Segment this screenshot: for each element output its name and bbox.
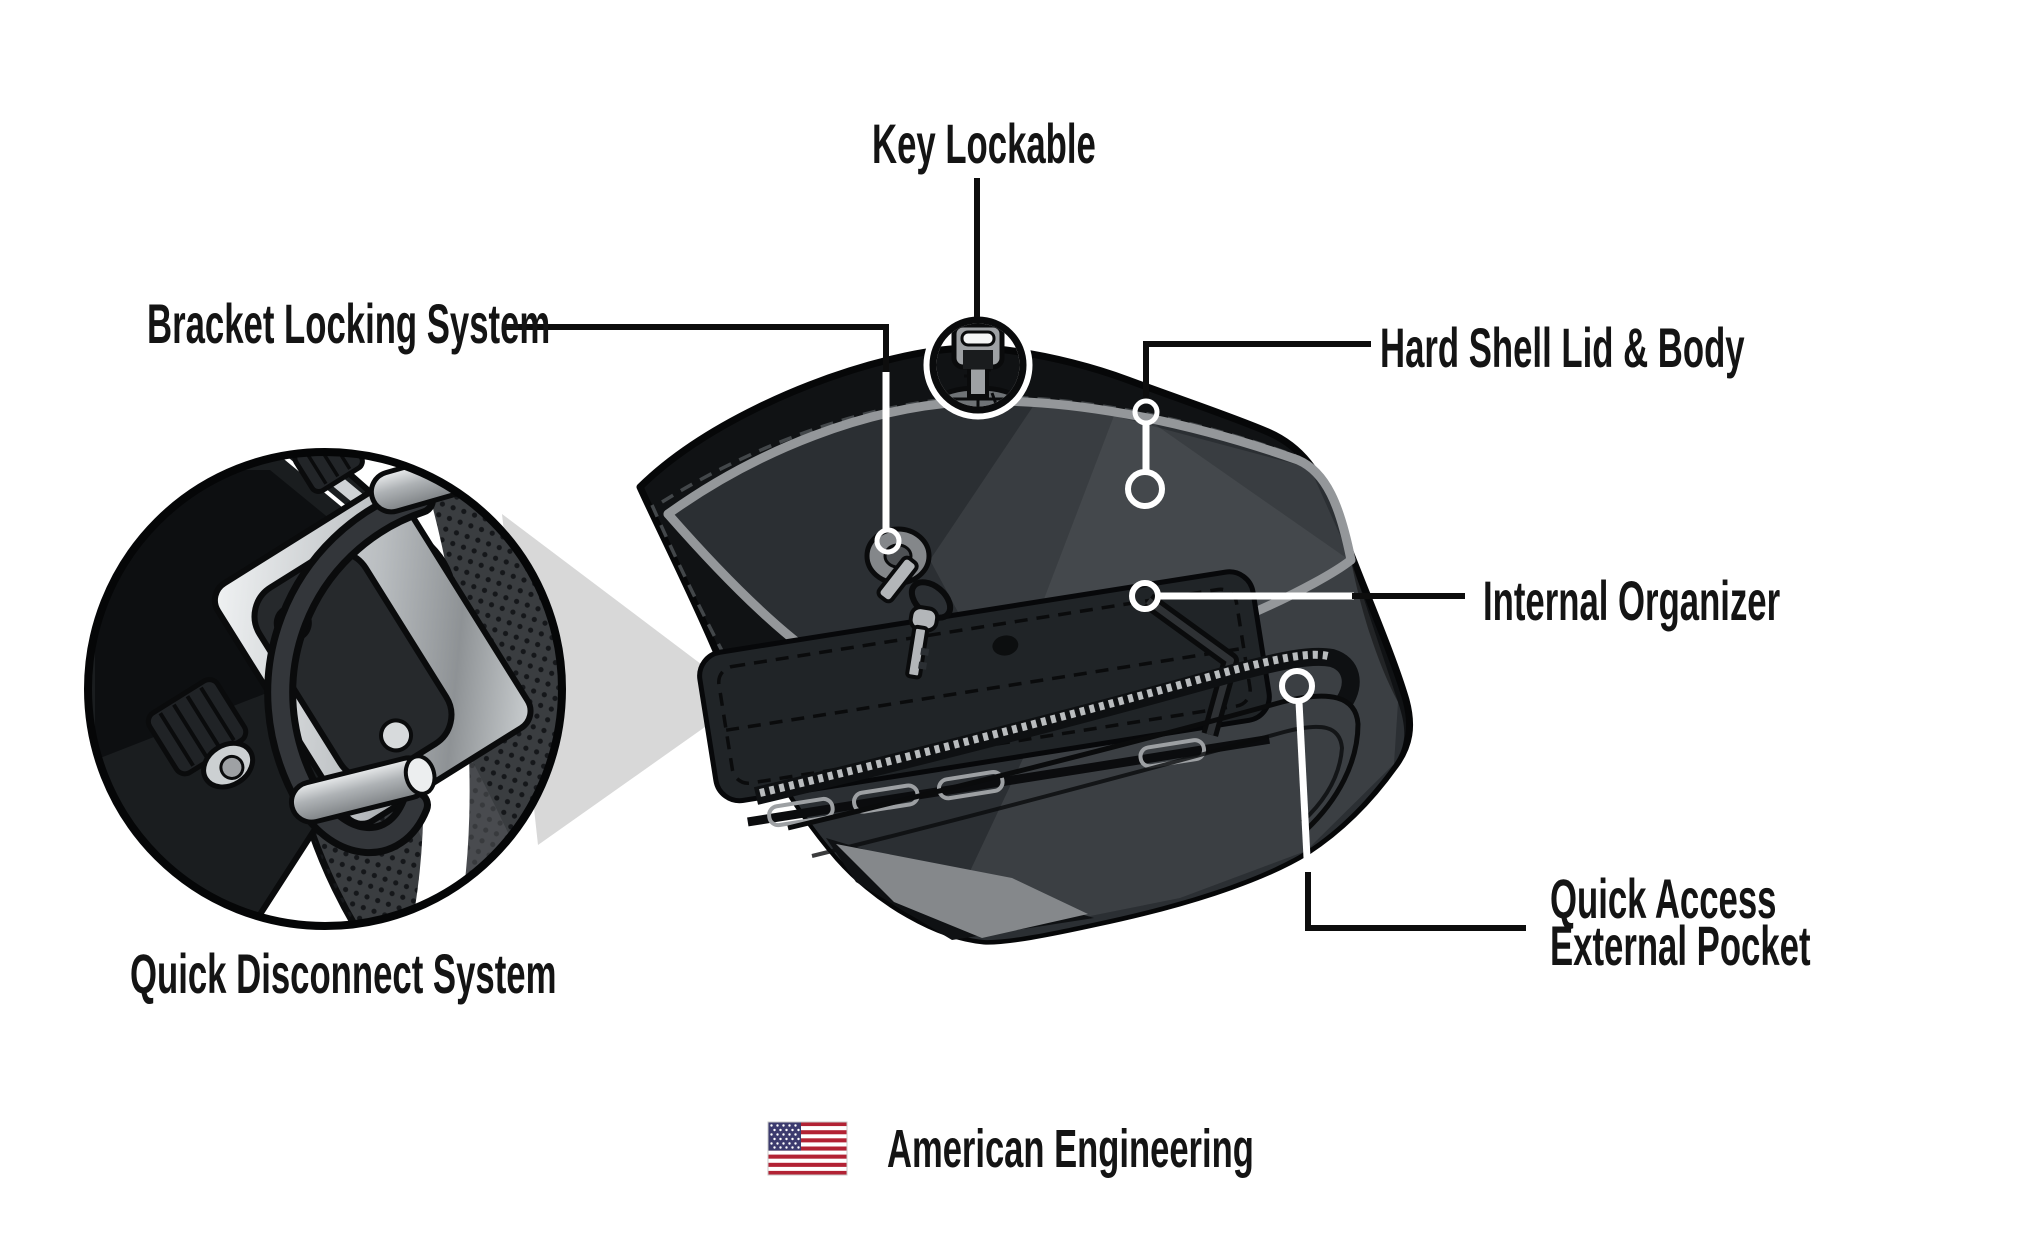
label-quick-access-line2: External Pocket (1550, 914, 1811, 977)
quick-disconnect-inset (84, 448, 566, 930)
saddlebag-illustration (636, 310, 1414, 945)
callout-bracket-locking (505, 324, 902, 555)
label-quick-access-line1: Quick Access (1550, 867, 1777, 930)
external-pocket (787, 693, 1361, 858)
callout-quick-access (1279, 668, 1526, 931)
usa-flag-icon (767, 1121, 848, 1176)
label-quick-access: Quick Access External Pocket (1550, 871, 1811, 974)
zoom-beam (502, 514, 746, 845)
label-internal-organizer: Internal Organizer (1483, 569, 1781, 632)
callout-hard-shell (1125, 341, 1371, 509)
internal-organizer-panel (697, 569, 1272, 828)
callout-internal-organizer (1129, 580, 1465, 612)
label-key-lockable: Key Lockable (872, 112, 1096, 175)
zipper (753, 647, 1360, 805)
keyhole-and-keys (864, 526, 954, 680)
knurled-knob (145, 677, 256, 790)
label-quick-disconnect: Quick Disconnect System (130, 942, 557, 1005)
highlight-swoosh (836, 844, 1088, 938)
label-american-engineering: American Engineering (887, 1119, 1254, 1179)
label-hard-shell: Hard Shell Lid & Body (1380, 316, 1745, 379)
label-bracket-locking: Bracket Locking System (147, 292, 551, 355)
u-handle (264, 484, 436, 857)
